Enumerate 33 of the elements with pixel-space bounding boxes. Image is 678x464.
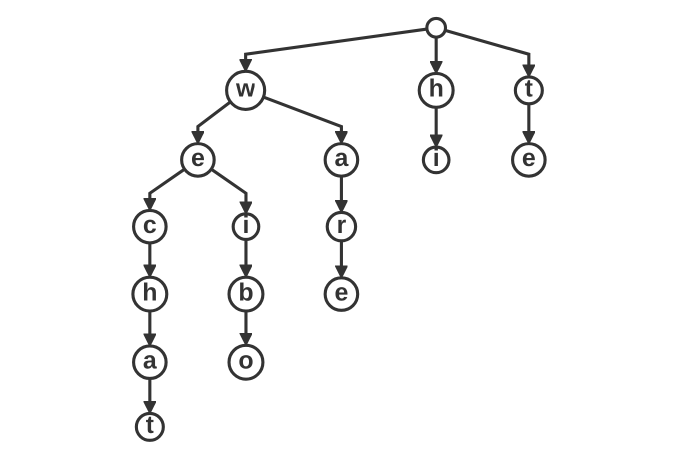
arrow <box>522 104 536 144</box>
arrow <box>429 37 444 74</box>
node-circle: r <box>326 210 358 242</box>
node-circle: e <box>324 276 360 312</box>
node-circle: o <box>227 344 264 381</box>
arrow <box>210 168 253 214</box>
arrow <box>334 240 348 278</box>
node-circle: w <box>225 70 266 111</box>
node-circle: a <box>324 142 360 178</box>
node-circle: t <box>514 75 544 106</box>
node-circle <box>425 16 448 39</box>
node-circle: i <box>422 146 451 174</box>
arrow <box>444 28 536 78</box>
node-circle: h <box>418 72 455 109</box>
node-circle: t <box>134 412 165 442</box>
node-circle: c <box>132 208 168 244</box>
node-circle: b <box>227 276 264 313</box>
arrow <box>191 100 232 144</box>
arrow <box>334 176 348 214</box>
arrow <box>429 107 444 148</box>
node-circle: i <box>232 212 260 242</box>
arrow <box>239 311 253 346</box>
node-circle: a <box>132 344 168 380</box>
arrow <box>262 96 348 144</box>
arrow <box>239 239 253 278</box>
arrow <box>143 242 157 278</box>
node-circle: e <box>511 142 547 178</box>
arrow <box>238 28 428 72</box>
node-circle: e <box>180 142 216 178</box>
arrow <box>143 378 157 414</box>
node-circle: h <box>131 276 168 313</box>
arrow <box>143 311 157 347</box>
arrow <box>143 168 186 212</box>
